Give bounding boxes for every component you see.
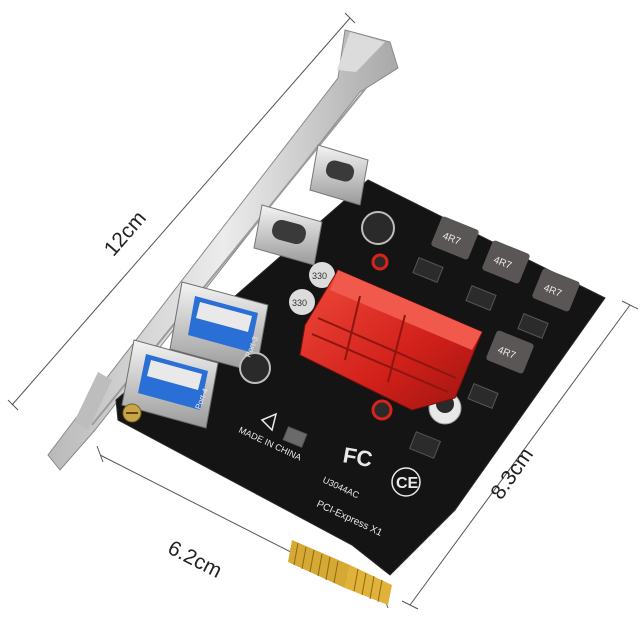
- esd-warning-icon: [260, 412, 278, 432]
- height-dimension-line: [409, 304, 631, 606]
- fcc-mark: FC: [341, 442, 374, 472]
- ce-mark: CE: [396, 475, 419, 492]
- usb-c-port-2: [253, 204, 323, 266]
- cap-label: 330: [292, 298, 307, 308]
- length-dimension-line: [11, 17, 351, 406]
- small-chips: [282, 257, 549, 459]
- usb-a-port-4: [121, 339, 219, 429]
- cap-label: 330: [312, 271, 327, 281]
- usb-c-port-1: [309, 144, 369, 206]
- inductors: 4R7 4R7 4R7 4R7: [431, 216, 580, 374]
- usb-a-port-3: [169, 281, 269, 373]
- red-heatsink: [299, 269, 483, 411]
- gold-fingers: [288, 540, 350, 588]
